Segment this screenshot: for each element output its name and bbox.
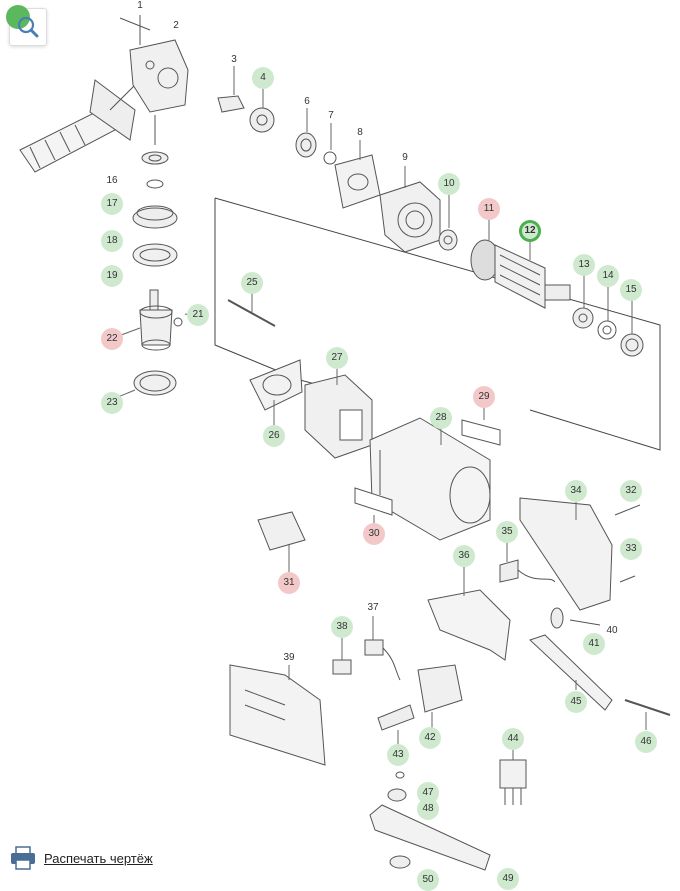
part-badge-13[interactable]: 13 <box>573 254 595 276</box>
print-drawing-link[interactable]: Распечать чертёж <box>10 846 153 870</box>
part-badge-42[interactable]: 42 <box>419 727 441 749</box>
part-badge-46[interactable]: 46 <box>635 731 657 753</box>
part-badge-48[interactable]: 48 <box>417 798 439 820</box>
assembly-frame-left <box>214 198 301 381</box>
part-badge-17[interactable]: 17 <box>101 193 123 215</box>
part-badge-19[interactable]: 19 <box>101 265 123 287</box>
part-badge-27[interactable]: 27 <box>326 347 348 369</box>
part-badge-25[interactable]: 25 <box>241 272 263 294</box>
part-badge-12[interactable]: 12 <box>519 220 541 242</box>
part-badge-9[interactable]: 9 <box>402 152 408 163</box>
part-badge-22[interactable]: 22 <box>101 328 123 350</box>
part-badge-35[interactable]: 35 <box>496 521 518 543</box>
part-badge-28[interactable]: 28 <box>430 407 452 429</box>
zoom-button[interactable] <box>6 5 47 46</box>
field-coil-drawing <box>304 374 373 459</box>
part-badge-6[interactable]: 6 <box>304 96 310 107</box>
part-badge-16[interactable]: 16 <box>106 175 118 186</box>
print-label: Распечать чертёж <box>44 850 153 866</box>
part-badge-1[interactable]: 1 <box>137 0 143 11</box>
part-badge-37[interactable]: 37 <box>367 602 379 613</box>
part-badge-40[interactable]: 40 <box>606 625 618 636</box>
part-badge-15[interactable]: 15 <box>620 279 642 301</box>
part-badge-3[interactable]: 3 <box>231 54 237 65</box>
part-badge-43[interactable]: 43 <box>387 744 409 766</box>
part-badge-14[interactable]: 14 <box>597 265 619 287</box>
part-badge-4[interactable]: 4 <box>252 67 274 89</box>
part-badge-34[interactable]: 34 <box>565 480 587 502</box>
part-badge-33[interactable]: 33 <box>620 538 642 560</box>
part-badge-32[interactable]: 32 <box>620 480 642 502</box>
gear-housing-drawing <box>119 15 189 145</box>
assembly-frame <box>214 197 661 451</box>
part-badge-26[interactable]: 26 <box>263 425 285 447</box>
part-badge-11[interactable]: 11 <box>478 198 500 220</box>
part-badge-39[interactable]: 39 <box>283 652 295 663</box>
part-badge-29[interactable]: 29 <box>473 386 495 408</box>
magnifier-icon <box>17 16 39 38</box>
part-badge-41[interactable]: 41 <box>583 633 605 655</box>
armature-drawing <box>470 239 571 309</box>
part-badge-31[interactable]: 31 <box>278 572 300 594</box>
side-handle-drawing <box>19 79 141 173</box>
part-badge-10[interactable]: 10 <box>438 173 460 195</box>
part-badge-8[interactable]: 8 <box>357 127 363 138</box>
part-badge-50[interactable]: 50 <box>417 869 439 891</box>
part-badge-49[interactable]: 49 <box>497 868 519 890</box>
spindle-drawing <box>139 289 183 351</box>
part-badge-44[interactable]: 44 <box>502 728 524 750</box>
part-badge-21[interactable]: 21 <box>187 304 209 326</box>
part-badge-7[interactable]: 7 <box>328 110 334 121</box>
part-badge-38[interactable]: 38 <box>331 616 353 638</box>
part-badge-45[interactable]: 45 <box>565 691 587 713</box>
part-badge-18[interactable]: 18 <box>101 230 123 252</box>
part-badge-30[interactable]: 30 <box>363 523 385 545</box>
part-badge-23[interactable]: 23 <box>101 392 123 414</box>
printer-icon <box>11 846 35 870</box>
part-badge-2[interactable]: 2 <box>173 20 179 31</box>
part-badge-36[interactable]: 36 <box>453 545 475 567</box>
